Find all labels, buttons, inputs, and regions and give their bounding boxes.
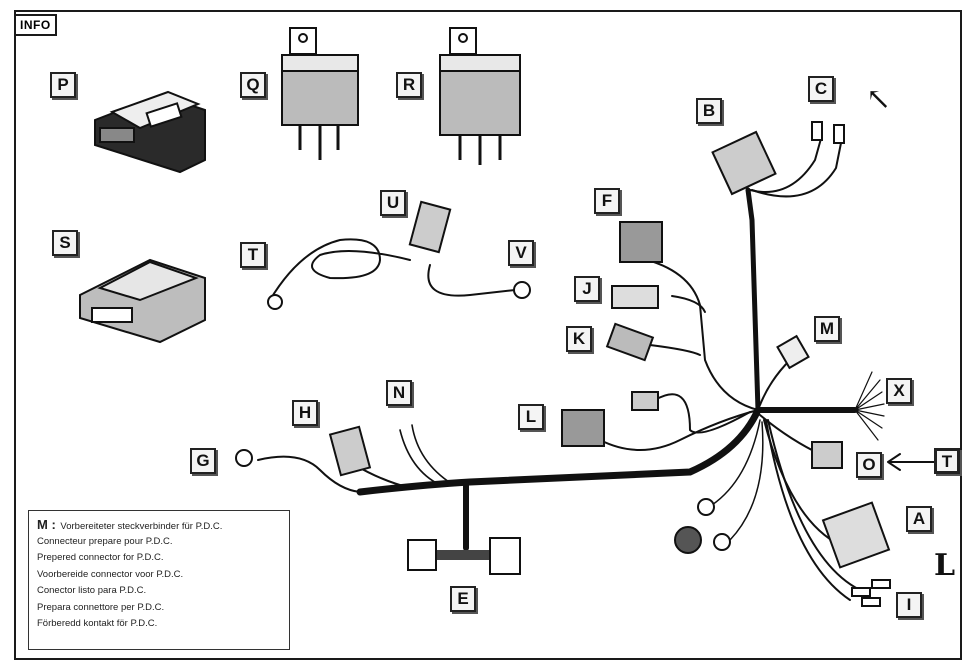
label-i: I [896,592,922,618]
wire-to-ring2 [729,421,764,541]
legend-line-4: Voorbereide connector voor P.D.C. [37,568,184,580]
ring-terminals [235,281,731,554]
connector-u [408,200,452,254]
legend-row: M : Vorbereiteter steckverbinder für P.D… [37,517,281,534]
connector-o [811,441,843,469]
label-f: F [594,188,620,214]
wire-v [427,264,516,297]
control-unit-s [79,258,206,344]
terminals-c [811,121,845,144]
label-e: E [450,586,476,612]
wire-to-l2 [654,393,751,434]
control-unit-p [94,90,206,174]
label-r: R [396,72,422,98]
wire-to-i2 [767,419,861,591]
terminals-i [851,579,891,607]
legend-line-5: Conector listo para P.D.C. [37,585,147,596]
label-a: A [906,506,932,532]
label-l: L [518,404,544,430]
connector-k [605,322,655,362]
label-c: C [808,76,834,102]
label-x: X [886,378,912,404]
wire-t [269,238,411,301]
wire-to-c2 [751,137,843,198]
connector-b [711,130,777,196]
label-n: N [386,380,412,406]
wire-to-i [765,419,851,601]
label-t: T [240,242,266,268]
arrow-to-o [887,453,936,471]
label-m: M [814,316,840,342]
label-q: Q [240,72,266,98]
harness-to-b [745,187,761,413]
connector-l-small [631,391,659,411]
wire-to-m [759,359,791,406]
legend-line-2: Connecteur prepare pour P.D.C. [37,535,173,547]
legend-key: M : [37,517,56,532]
connector-e-left [407,539,437,571]
label-h: H [292,400,318,426]
label-o: O [856,452,882,478]
wire-to-k [649,344,701,356]
connector-j [611,285,659,309]
legend-line-1: Vorbereiteter steckverbinder für P.D.C. [60,521,223,532]
wire-to-j [671,295,706,313]
handwritten-mark-c: ↖ [866,82,892,117]
legend-line-6: Prepara connettore per P.D.C. [37,601,165,613]
connector-m [776,334,810,370]
wire-fan-x [854,371,885,441]
connector-a [821,501,891,569]
wire-to-f [639,257,759,411]
wire-n2 [411,424,453,485]
label-u: U [380,190,406,216]
label-v: V [508,240,534,266]
label-j: J [574,276,600,302]
relay-r [439,27,521,165]
label-t-pointer: T [934,448,960,474]
legend-box: M : Vorbereiteter steckverbinder für P.D… [28,510,290,650]
label-k: K [566,326,592,352]
wire-to-ring1 [711,419,761,506]
connector-l [561,409,605,447]
main-harness-trunk [356,406,762,496]
connector-h [328,425,372,477]
connector-f [619,221,663,263]
legend-line-3: Prepered connector for P.D.C. [37,552,164,563]
wire-to-g [257,455,361,493]
label-s: S [52,230,78,256]
handwritten-mark-a: L [934,548,956,583]
relay-q [281,27,359,160]
wire-to-l [599,409,759,451]
label-b: B [696,98,722,124]
legend-line-7: Förberedd kontakt för P.D.C. [37,618,158,629]
connector-e-right [489,537,521,575]
label-g: G [190,448,216,474]
info-tag: INFO [14,14,57,36]
label-p: P [50,72,76,98]
wire-n [399,429,441,486]
